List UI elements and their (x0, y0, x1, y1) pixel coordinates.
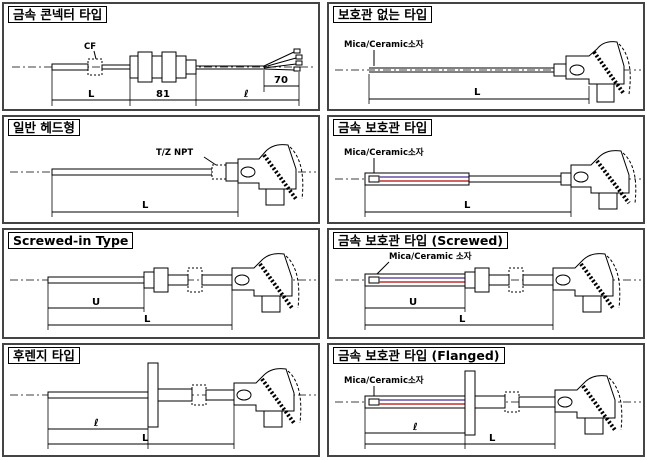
panel-title: 금속 보호관 타입 (333, 119, 433, 136)
dim-u: U (409, 297, 417, 308)
panel-title: 금속 콘넥터 타입 (8, 6, 108, 23)
panel-title: Screwed-in Type (8, 232, 134, 249)
panel-metal-connector-type: 금속 콘넥터 타입 CF (2, 2, 320, 111)
terminal-head (565, 41, 631, 103)
dim-ell: ℓ (93, 418, 99, 429)
dim-ell: ℓ (243, 89, 249, 100)
metal-protection-screwed-drawing: Mica/Ceramic 소자 U L (335, 251, 641, 330)
dim-l: L (459, 314, 466, 325)
panel-metal-protection-tube-type: 금속 보호관 타입 Mica/Ceramic소자 L (327, 115, 645, 224)
cf-label: CF (84, 42, 96, 52)
dim-l: L (474, 87, 481, 98)
metal-protection-tube-drawing: Mica/Ceramic소자 L (335, 147, 641, 217)
dim-l: L (144, 314, 151, 325)
dim-l: L (489, 433, 496, 444)
dim-u: U (92, 297, 100, 308)
metal-connector-drawing: CF L 81 ℓ (12, 42, 314, 106)
panel-title: 보호관 없는 타입 (333, 6, 433, 23)
dim-l: L (142, 433, 149, 444)
terminal-head (233, 368, 302, 428)
element-label: Mica/Ceramic소자 (344, 147, 424, 158)
terminal-head (554, 375, 623, 435)
general-head-drawing: T/Z NPT L (10, 144, 316, 217)
panel-screwed-in-type: Screwed-in Type U L (2, 228, 320, 339)
element-label: Mica/Ceramic소자 (344, 375, 424, 386)
flanged-drawing: ℓ L (10, 362, 316, 449)
panel-metal-protection-screwed-type: 금속 보호관 타입 (Screwed) Mica/Ceramic 소자 (327, 228, 645, 339)
terminal-head (570, 150, 637, 210)
dim-70: 70 (274, 75, 288, 86)
dim-l: L (88, 89, 95, 100)
panel-flanged-type: 후렌지 타입 ℓ L (2, 343, 320, 457)
dim-l: L (142, 200, 149, 211)
panel-title: 금속 보호관 타입 (Flanged) (333, 347, 505, 364)
panel-metal-protection-flanged-type: 금속 보호관 타입 (Flanged) Mica/Ceramic소자 (327, 343, 645, 457)
dim-81: 81 (156, 89, 170, 100)
element-label: Mica/Ceramic 소자 (389, 251, 472, 262)
terminal-head (231, 253, 300, 313)
panel-title: 금속 보호관 타입 (Screwed) (333, 232, 509, 249)
npt-label: T/Z NPT (156, 148, 193, 158)
panel-general-head-type: 일반 헤드형 T/Z NPT L (2, 115, 320, 224)
screwed-in-drawing: U L (10, 253, 316, 330)
panel-title: 일반 헤드형 (8, 119, 80, 136)
dim-l: L (464, 200, 471, 211)
terminal-head (237, 144, 304, 206)
panel-title: 후렌지 타입 (8, 347, 80, 364)
element-label: Mica/Ceramic소자 (344, 39, 424, 50)
dim-ell: ℓ (412, 422, 418, 433)
panel-no-protection-tube-type: 보호관 없는 타입 Mica/Ceramic소자 L (327, 2, 645, 111)
no-protection-tube-drawing: Mica/Ceramic소자 L (335, 39, 641, 104)
terminal-head (552, 253, 621, 313)
metal-protection-flanged-drawing: Mica/Ceramic소자 ℓ L (335, 370, 641, 449)
